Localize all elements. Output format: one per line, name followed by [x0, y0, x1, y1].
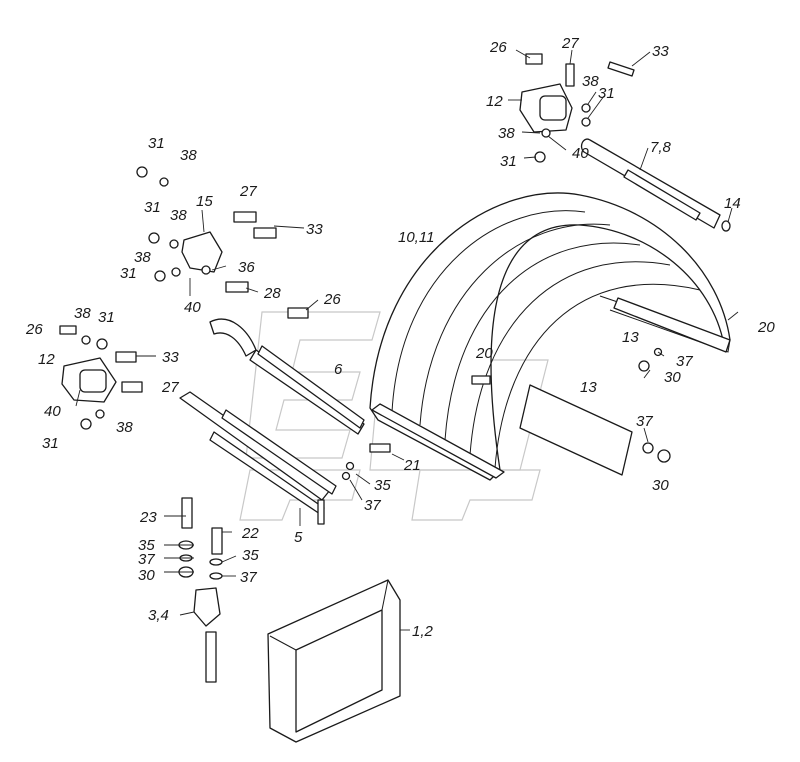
callout-40-left: 40	[44, 403, 61, 420]
callout-27-top: 27	[561, 35, 579, 52]
callout-3-4: 3,4	[148, 607, 169, 624]
bracket-part-5	[179, 391, 337, 525]
bracket-part-6	[209, 318, 365, 435]
callout-36: 36	[238, 259, 255, 276]
callout-22: 22	[241, 525, 259, 542]
bracket-part-12-left	[59, 325, 143, 430]
callout-13-mid: 13	[580, 379, 597, 396]
callout-1-2: 1,2	[412, 623, 434, 640]
bolts-mid	[341, 347, 671, 481]
callout-26-mid: 26	[323, 291, 341, 308]
callout-38-top2: 38	[498, 125, 515, 142]
callout-31-left: 31	[42, 435, 59, 452]
callout-21: 21	[403, 457, 421, 474]
callout-38-left: 38	[116, 419, 133, 436]
callout-26-l4: 26	[25, 321, 43, 338]
callout-38-l1: 38	[180, 147, 197, 164]
callout-31-top2: 31	[500, 153, 517, 170]
callout-31-top: 31	[598, 85, 615, 102]
plate-part-13	[519, 384, 633, 476]
bracket-part-15	[136, 166, 309, 319]
callout-33-mid: 33	[306, 221, 323, 238]
callout-33-top: 33	[652, 43, 669, 60]
frame-part-1-2	[267, 579, 401, 743]
callout-38-top: 38	[582, 73, 599, 90]
callout-12-left: 12	[38, 351, 55, 368]
bracket-part-12-top	[519, 53, 635, 163]
callout-7-8: 7,8	[650, 139, 672, 156]
callout-31-l2: 31	[144, 199, 161, 216]
callout-40-top: 40	[572, 145, 589, 162]
callout-38-l2: 38	[170, 207, 187, 224]
callout-30-mid: 30	[652, 477, 669, 494]
callout-31-l4: 31	[98, 309, 115, 326]
callout-28: 28	[263, 285, 281, 302]
callout-27-left: 27	[161, 379, 179, 396]
callout-26-top: 26	[489, 39, 507, 56]
callout-40-mid: 40	[184, 299, 201, 316]
callout-37-b: 37	[240, 569, 257, 586]
callout-35-a: 35	[138, 537, 155, 554]
callout-35-b: 35	[242, 547, 259, 564]
callout-35-mid: 35	[374, 477, 391, 494]
callout-23: 23	[139, 509, 157, 526]
callout-37-right: 37	[676, 353, 693, 370]
callout-31-l1: 31	[148, 135, 165, 152]
callout-12-top: 12	[486, 93, 503, 110]
callout-37-mid2: 37	[364, 497, 381, 514]
callout-20-mid: 20	[475, 345, 493, 362]
bolts-bottom	[178, 497, 223, 580]
rod-part-7-8	[580, 138, 731, 232]
callout-31-l3: 31	[120, 265, 137, 282]
callout-33-left: 33	[162, 349, 179, 366]
leader-lines	[75, 49, 739, 631]
bracket-part-3-4	[193, 587, 221, 683]
strip-part-13-right	[613, 297, 731, 353]
callout-38-l3: 38	[134, 249, 151, 266]
callout-14: 14	[724, 195, 741, 212]
callout-13-right: 13	[622, 329, 639, 346]
callout-37-a: 37	[138, 551, 155, 568]
callout-30-a: 30	[138, 567, 155, 584]
callout-10-11: 10,11	[398, 229, 434, 246]
callout-5: 5	[294, 529, 303, 546]
callout-37-mid: 37	[636, 413, 653, 430]
callout-15: 15	[196, 193, 213, 210]
callout-labels: 26 27 33 38 12 31 38 40 31 7,8 14 10,11 …	[25, 35, 775, 640]
callout-27-mid: 27	[239, 183, 257, 200]
callout-20-right: 20	[757, 319, 775, 336]
callout-6: 6	[334, 361, 343, 378]
callout-38-l4: 38	[74, 305, 91, 322]
callout-30-right: 30	[664, 369, 681, 386]
